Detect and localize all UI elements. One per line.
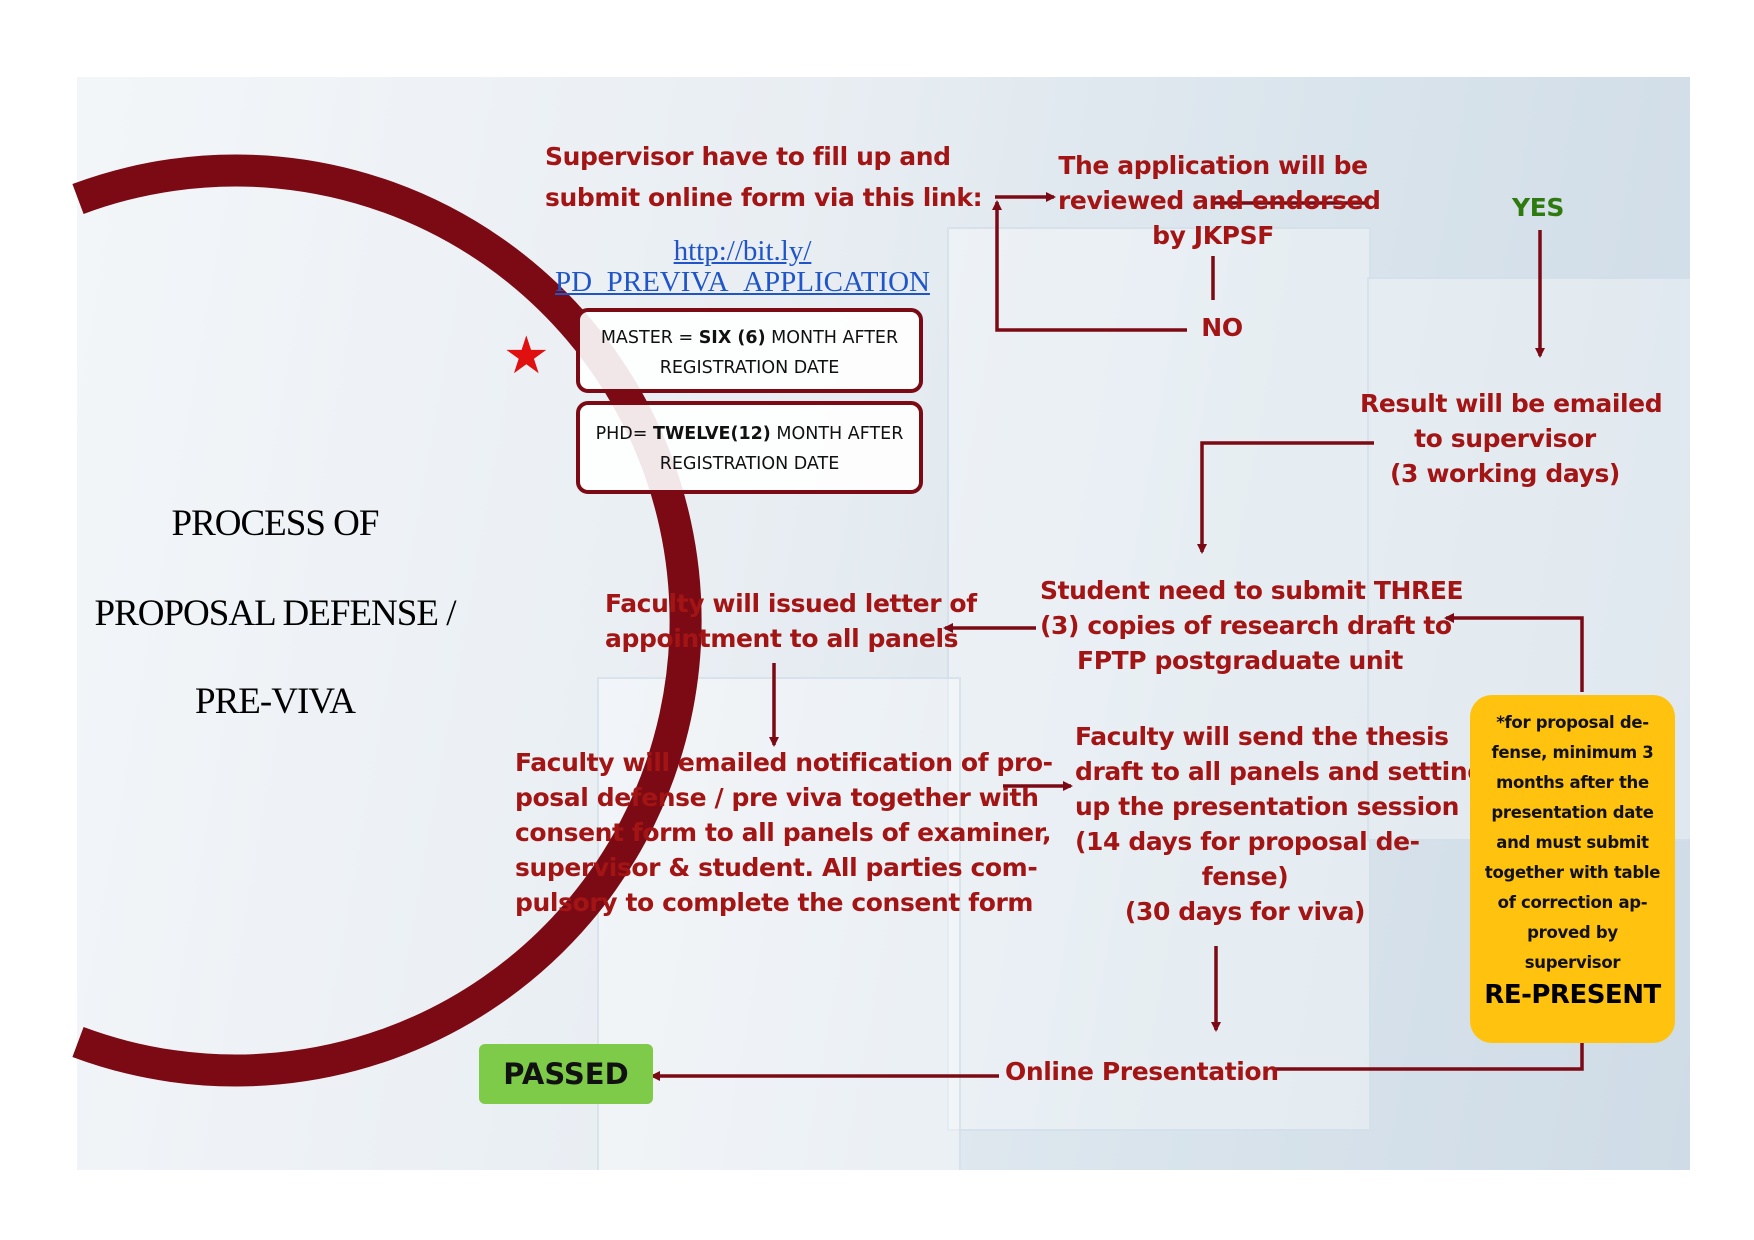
- application-link[interactable]: http://bit.ly/ PD_PREVIVA_APPLICATION: [550, 236, 935, 298]
- faculty-send-line-5: fense): [1201, 862, 1289, 891]
- step-result-text: Result will be emailed to supervisor (3 …: [1360, 386, 1663, 491]
- note-line-7: of correction ap-: [1497, 893, 1648, 912]
- phd-requirement-box: PHD= TWELVE(12) MONTH AFTER REGISTRATION…: [576, 401, 923, 494]
- submit-line-2: submit online form via this link:: [545, 183, 983, 212]
- student-line-1: Student need to submit THREE: [1040, 576, 1464, 605]
- note-line-4: presentation date: [1491, 803, 1654, 822]
- faculty-email-line-1: Faculty will emailed notification of pro…: [515, 748, 1053, 777]
- note-line-5: and must submit: [1496, 833, 1649, 852]
- step-online-presentation: Online Presentation: [1005, 1057, 1279, 1086]
- title-line-3: PRE-VIVA: [195, 681, 356, 722]
- title-line-1: PROCESS OF: [171, 503, 380, 544]
- faculty-email-line-5: pulsory to complete the consent form: [515, 888, 1034, 917]
- faculty-send-line-3: up the presentation session: [1075, 792, 1459, 821]
- line-online-to-represent: [1275, 1030, 1584, 1071]
- step-faculty-email-text: Faculty will emailed notification of pro…: [515, 745, 1053, 920]
- phd-suffix: MONTH AFTER: [770, 424, 904, 444]
- note-line-8: proved by: [1527, 923, 1618, 942]
- re-present-note: *for proposal de- fense, minimum 3 month…: [1470, 695, 1675, 1043]
- master-line-1: MASTER = SIX (6) MONTH AFTER: [580, 323, 919, 353]
- background-panel: [77, 77, 1690, 1170]
- student-line-3: FPTP postgraduate unit: [1077, 646, 1403, 675]
- master-suffix: MONTH AFTER: [765, 328, 899, 348]
- phd-duration: TWELVE(12): [653, 424, 771, 444]
- phd-line-2: REGISTRATION DATE: [659, 454, 840, 474]
- result-line-3: (3 working days): [1390, 459, 1620, 488]
- star-icon: ★: [503, 327, 550, 385]
- faculty-send-line-2: draft to all panels and setting: [1075, 757, 1485, 786]
- arrow-result-to-student: [1197, 441, 1374, 554]
- faculty-send-line-4: (14 days for proposal de-: [1075, 827, 1420, 856]
- faculty-email-line-4: supervisor & student. All parties com-: [515, 853, 1038, 882]
- link-line-1[interactable]: http://bit.ly/: [673, 235, 812, 267]
- arrow-represent-to-student: [1444, 613, 1584, 692]
- step-faculty-letter-text: Faculty will issued letter of appointmen…: [605, 586, 977, 656]
- result-line-2: to supervisor: [1414, 424, 1596, 453]
- yes-label: YES: [1512, 193, 1564, 222]
- result-line-1: Result will be emailed: [1360, 389, 1663, 418]
- master-line-2: REGISTRATION DATE: [659, 358, 840, 378]
- title-arc: [72, 154, 702, 1087]
- title-line-2: PROPOSAL DEFENSE /: [94, 593, 457, 634]
- background-building: [947, 227, 1371, 1131]
- phd-prefix: PHD=: [595, 424, 654, 444]
- no-label: NO: [1201, 313, 1243, 342]
- step-faculty-send-text: Faculty will send the thesis draft to al…: [1075, 719, 1485, 929]
- faculty-letter-line-2: appointment to all panels: [605, 624, 959, 653]
- note-line-6: together with table: [1484, 863, 1661, 882]
- passed-badge: PASSED: [479, 1044, 653, 1104]
- faculty-send-line-1: Faculty will send the thesis: [1075, 722, 1449, 751]
- faculty-letter-line-1: Faculty will issued letter of: [605, 589, 977, 618]
- faculty-email-line-3: consent form to all panels of examiner,: [515, 818, 1052, 847]
- student-line-2: (3) copies of research draft to: [1040, 611, 1452, 640]
- note-line-2: fense, minimum 3: [1491, 743, 1654, 762]
- review-line-2: reviewed and endorsed: [1058, 186, 1381, 215]
- step-review-text: The application will be reviewed and end…: [1058, 148, 1381, 253]
- re-present-label: RE-PRESENT: [1484, 980, 1661, 1010]
- step-student-text: Student need to submit THREE (3) copies …: [1040, 573, 1464, 678]
- step-submit-text: Supervisor have to fill up and submit on…: [545, 139, 983, 215]
- link-line-2[interactable]: PD_PREVIVA_APPLICATION: [555, 266, 930, 298]
- note-line-3: months after the: [1496, 773, 1649, 792]
- review-line-3: by JKPSF: [1152, 221, 1274, 250]
- note-line-9: supervisor: [1524, 953, 1621, 972]
- review-line-1: The application will be: [1058, 151, 1368, 180]
- phd-line-1: PHD= TWELVE(12) MONTH AFTER: [580, 419, 919, 449]
- faculty-email-line-2: posal defense / pre viva together with: [515, 783, 1039, 812]
- note-line-1: *for proposal de-: [1496, 713, 1649, 732]
- arrow-no-to-submit: [992, 200, 1187, 332]
- master-duration: SIX (6): [698, 328, 766, 348]
- submit-line-1: Supervisor have to fill up and: [545, 142, 951, 171]
- master-requirement-box: MASTER = SIX (6) MONTH AFTER REGISTRATIO…: [576, 308, 923, 393]
- master-prefix: MASTER =: [600, 328, 699, 348]
- faculty-send-line-6: (30 days for viva): [1124, 897, 1366, 926]
